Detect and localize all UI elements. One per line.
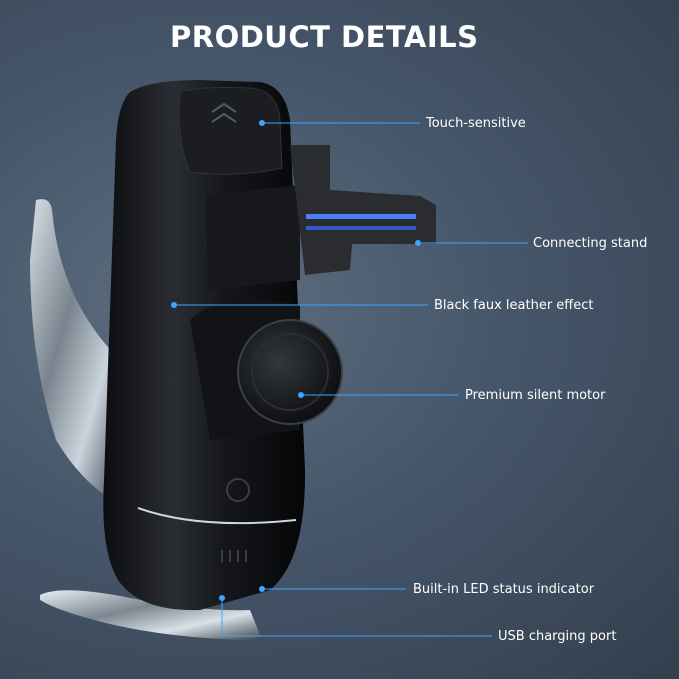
- touch-pad: [178, 87, 283, 175]
- led-vent-slots: [221, 550, 247, 562]
- logo-mark: [226, 478, 250, 502]
- callout-lines: [171, 120, 528, 637]
- motor-cap: [237, 319, 343, 425]
- callout-black-faux-leather: Black faux leather effect: [434, 298, 594, 313]
- callout-usb-charging-port: USB charging port: [498, 629, 617, 644]
- vent-clip: [290, 145, 436, 275]
- callout-connecting-stand: Connecting stand: [533, 236, 648, 251]
- chrome-stripe: [137, 507, 297, 525]
- arrow-icon: [211, 102, 237, 123]
- vent-clip-led-strip: [306, 214, 416, 219]
- page-title: PRODUCT DETAILS: [170, 20, 479, 54]
- callout-touch-sensitive: Touch-sensitive: [426, 116, 526, 131]
- callout-led-status-indicator: Built-in LED status indicator: [413, 582, 595, 597]
- joint-block: [206, 185, 300, 290]
- chrome-side-arm: [30, 199, 120, 500]
- chrome-base-clamp: [40, 590, 262, 640]
- callout-premium-silent-motor: Premium silent motor: [465, 388, 606, 403]
